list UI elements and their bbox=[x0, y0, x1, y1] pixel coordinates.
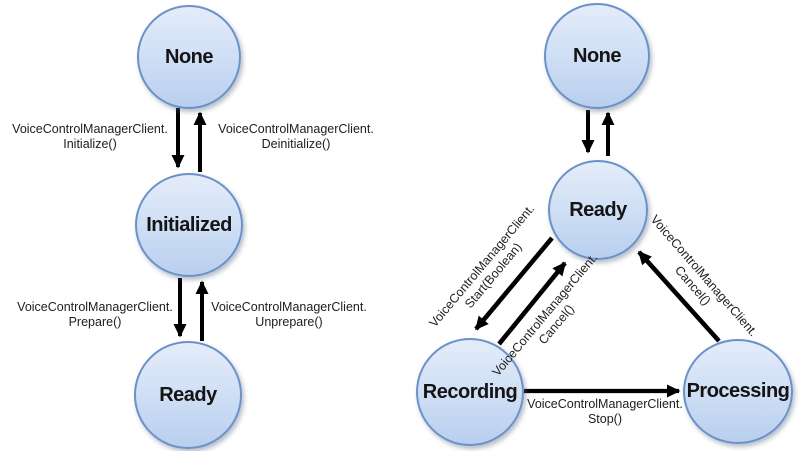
edge-label-unprepare-line1: VoiceControlManagerClient. bbox=[211, 300, 367, 314]
edge-label-initialize-line1: VoiceControlManagerClient. bbox=[12, 122, 168, 136]
state-node-recording: Recording bbox=[416, 338, 524, 446]
state-label-none-right: None bbox=[573, 44, 622, 67]
edge-label-deinitialize-line1: VoiceControlManagerClient. bbox=[218, 122, 374, 136]
edge-cancel-processing-arrow bbox=[637, 250, 721, 343]
edge-label-stop-line1: VoiceControlManagerClient. bbox=[527, 397, 683, 411]
state-label-recording: Recording bbox=[422, 380, 518, 403]
state-node-ready-left: Ready bbox=[134, 341, 242, 449]
state-node-none-right: None bbox=[544, 3, 650, 109]
edge-label-unprepare-line2: Unprepare() bbox=[255, 315, 323, 329]
edge-cancel-recording-arrow bbox=[497, 261, 567, 346]
state-label-initialized: Initialized bbox=[146, 213, 232, 236]
edge-label-deinitialize: VoiceControlManagerClient. Deinitialize(… bbox=[211, 122, 381, 152]
edge-label-stop: VoiceControlManagerClient. Stop() bbox=[520, 397, 690, 427]
edge-label-initialize: VoiceControlManagerClient. Initialize() bbox=[5, 122, 175, 152]
state-label-ready-left: Ready bbox=[159, 383, 217, 406]
edge-label-stop-line2: Stop() bbox=[587, 412, 623, 426]
state-label-processing: Processing bbox=[686, 380, 790, 402]
edge-label-initialize-line2: Initialize() bbox=[63, 137, 117, 151]
edge-label-prepare: VoiceControlManagerClient. Prepare() bbox=[10, 300, 180, 330]
edge-label-prepare-line2: Prepare() bbox=[68, 315, 122, 329]
state-node-ready-right: Ready bbox=[548, 160, 648, 260]
edge-start-arrow bbox=[474, 236, 554, 331]
edge-label-prepare-line1: VoiceControlManagerClient. bbox=[17, 300, 173, 314]
state-node-none-left: None bbox=[137, 5, 241, 109]
state-node-initialized: Initialized bbox=[135, 173, 243, 277]
edge-label-deinitialize-line2: Deinitialize() bbox=[261, 137, 331, 151]
state-node-processing: Processing bbox=[683, 339, 793, 444]
state-label-ready-right: Ready bbox=[569, 198, 627, 221]
state-label-none-left: None bbox=[165, 45, 214, 68]
edge-label-unprepare: VoiceControlManagerClient. Unprepare() bbox=[204, 300, 374, 330]
